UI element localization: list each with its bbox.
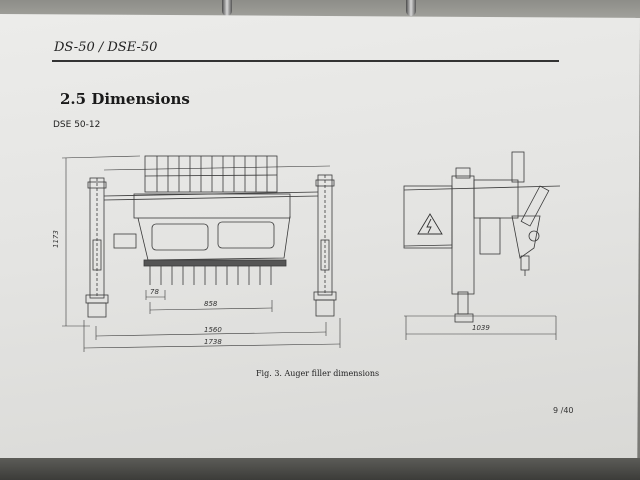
- page-edge-shadow: [0, 458, 640, 480]
- side-view-dimensions: [404, 315, 557, 340]
- header-rule: [52, 60, 559, 62]
- section-heading: 2.5 Dimensions: [60, 90, 190, 108]
- binder-ring-right: [406, 0, 416, 16]
- dim-pitch: 78: [150, 288, 159, 296]
- dim-height: 1173: [52, 230, 60, 248]
- front-view-dimensions: [61, 155, 341, 352]
- side-view-head: [473, 151, 550, 276]
- warning-triangle-icon: [417, 213, 443, 235]
- front-view-hoppers: [144, 155, 278, 193]
- dim-width-inner: 1560: [204, 326, 222, 334]
- page-number: 9 /40: [553, 406, 574, 415]
- front-view-body: [113, 193, 291, 267]
- front-view-right-column: [313, 174, 337, 317]
- dim-span: 858: [204, 300, 218, 308]
- dim-width-outer: 1738: [204, 338, 222, 346]
- dim-depth: 1039: [472, 324, 490, 332]
- figure-caption: Fig. 3. Auger filler dimensions: [256, 369, 380, 378]
- front-view-nozzles: [149, 266, 272, 285]
- front-view-left-column: [85, 177, 109, 318]
- side-view-frame: [403, 167, 561, 323]
- binder-ring-left: [222, 0, 232, 16]
- model-label: DSE 50-12: [53, 120, 101, 130]
- document-header-title: DS-50 / DSE-50: [54, 40, 158, 55]
